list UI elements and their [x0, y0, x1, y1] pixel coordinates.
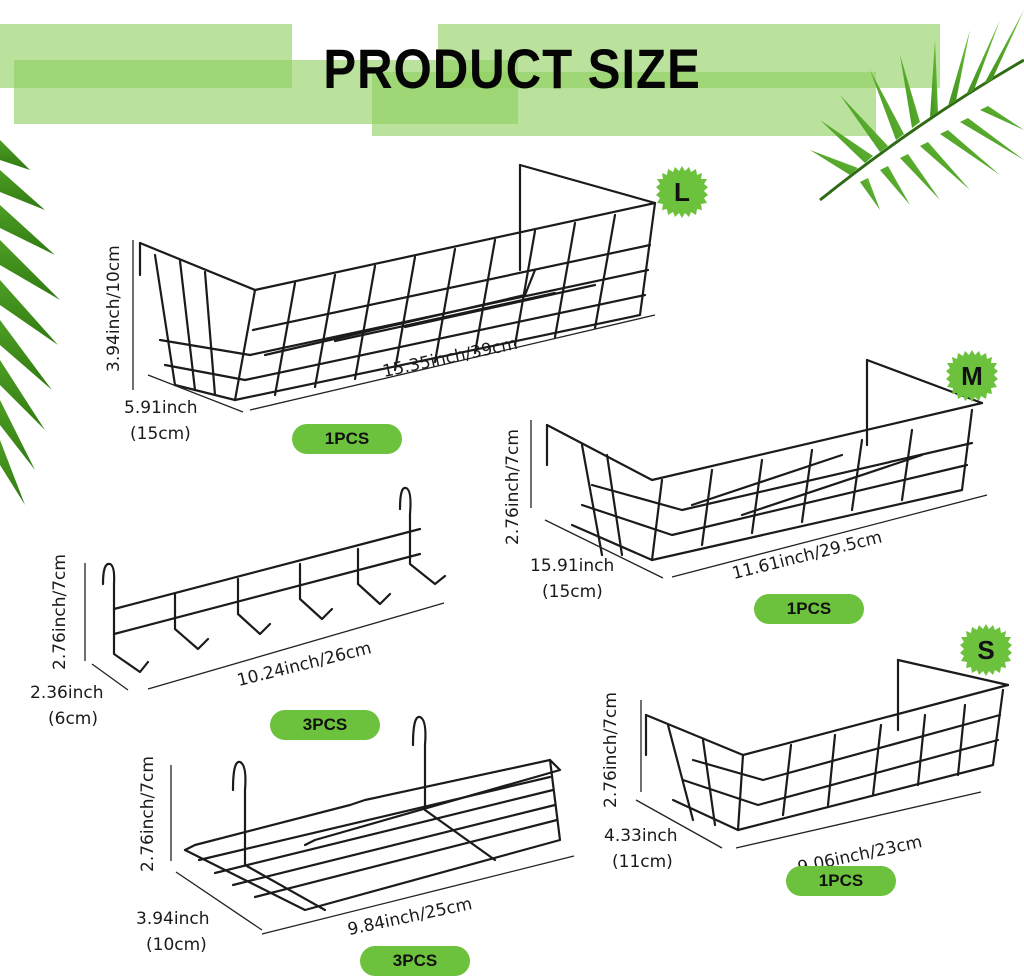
palm-leaf-icon: [0, 140, 60, 505]
length-arrow: [671, 494, 988, 578]
small-height-label: 2.76inch/7cm: [601, 692, 621, 808]
length-arrow: [261, 855, 575, 935]
size-badge-label: L: [674, 177, 690, 207]
page-title: PRODUCT SIZE: [323, 37, 701, 100]
hook-rack-illustration: [101, 486, 447, 674]
size-badge-label: S: [977, 635, 995, 665]
small-basket-illustration: [644, 658, 1010, 832]
shelf-height-label: 2.76inch/7cm: [138, 756, 158, 872]
shelf-depth-cm: (10cm): [146, 935, 207, 955]
header-band: [372, 72, 876, 136]
large-height-label: 3.94inch/10cm: [104, 245, 124, 372]
medium-quantity-badge: 1PCS: [754, 594, 864, 624]
length-arrow: [147, 602, 445, 690]
height-arrow: [132, 240, 134, 390]
hook-rack-quantity-badge: 3PCS: [270, 710, 380, 740]
length-arrow: [735, 791, 982, 849]
size-badge-label: M: [961, 361, 983, 391]
depth-arrow: [635, 799, 723, 849]
hook-rack-depth-inch: 2.36inch: [30, 683, 104, 703]
small-quantity-badge: 1PCS: [786, 866, 896, 896]
shelf-illustration: [183, 715, 562, 912]
size-badge-large: L: [656, 166, 708, 218]
height-arrow: [170, 765, 172, 861]
hook-rack-depth-cm: (6cm): [48, 709, 98, 729]
depth-arrow: [544, 519, 664, 579]
length-arrow: [249, 314, 656, 411]
shelf-depth-inch: 3.94inch: [136, 909, 210, 929]
depth-arrow: [91, 663, 129, 691]
medium-depth-cm: (15cm): [542, 582, 603, 602]
large-basket-illustration: [138, 163, 657, 402]
height-arrow: [530, 420, 532, 508]
small-depth-inch: 4.33inch: [604, 826, 678, 846]
medium-depth-inch: 15.91inch: [530, 556, 615, 576]
size-badge-small: S: [960, 624, 1012, 676]
depth-arrow: [147, 374, 244, 413]
large-quantity-badge: 1PCS: [292, 424, 402, 454]
large-depth-cm: (15cm): [130, 424, 191, 444]
medium-height-label: 2.76inch/7cm: [503, 429, 523, 545]
height-arrow: [84, 563, 86, 661]
hook-rack-height-label: 2.76inch/7cm: [50, 554, 70, 670]
depth-arrow: [175, 871, 263, 931]
height-arrow: [640, 700, 642, 792]
small-depth-cm: (11cm): [612, 852, 673, 872]
size-badge-medium: M: [946, 350, 998, 402]
large-depth-inch: 5.91inch: [124, 398, 198, 418]
palm-leaf-icon: [810, 10, 1024, 210]
shelf-quantity-badge: 3PCS: [360, 946, 470, 976]
